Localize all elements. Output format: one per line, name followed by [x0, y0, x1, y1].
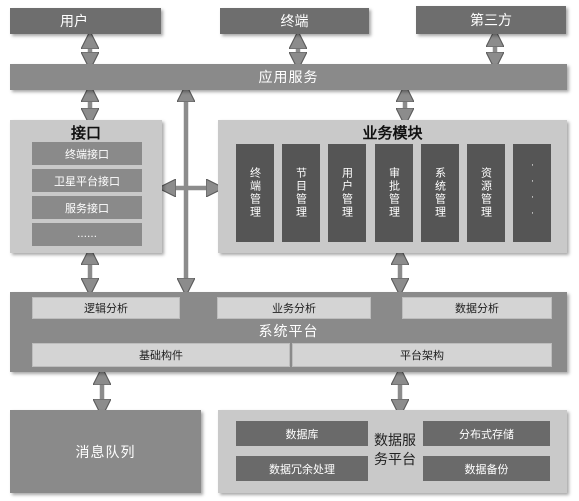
third-party-label: 第三方 [470, 13, 512, 29]
analysis-logic: 逻辑分析 [32, 297, 180, 319]
module-resource: 资源管理 [467, 144, 505, 242]
interface-panel: 接口 终端接口 卫星平台接口 服务接口 …… [10, 120, 162, 253]
platform-architecture: 平台架构 [292, 343, 552, 367]
analysis-business: 业务分析 [217, 297, 371, 319]
module-terminal: 终端管理 [236, 144, 274, 242]
system-platform-title: 系统平台 [258, 324, 319, 340]
module-program-label: 节目管理 [294, 167, 308, 219]
data-item-redundancy: 数据冗余处理 [236, 456, 368, 481]
module-terminal-label: 终端管理 [248, 167, 262, 219]
terminal-label: 终端 [280, 14, 309, 30]
data-item-distributed-storage: 分布式存储 [423, 421, 550, 446]
data-item-database: 数据库 [236, 421, 368, 446]
interface-item-satellite: 卫星平台接口 [32, 169, 142, 192]
terminal-box: 终端 [220, 8, 369, 34]
module-more-label: ···· [527, 161, 538, 225]
interface-item-more: …… [32, 223, 142, 246]
analysis-data: 数据分析 [402, 297, 552, 319]
interface-item-terminal: 终端接口 [32, 142, 142, 165]
interface-item-service: 服务接口 [32, 196, 142, 219]
data-service-panel: 数据库 分布式存储 数据冗余处理 数据备份 数据服务平台 [218, 410, 567, 493]
third-party-box: 第三方 [416, 6, 566, 34]
module-resource-label: 资源管理 [479, 167, 493, 219]
message-queue-label: 消息队列 [75, 444, 136, 461]
module-system: 系统管理 [421, 144, 459, 242]
module-program: 节目管理 [282, 144, 320, 242]
module-approval-label: 审批管理 [387, 167, 401, 219]
business-panel: 业务模块 终端管理 节目管理 用户管理 审批管理 系统管理 资源管理 ···· [218, 120, 567, 253]
data-item-backup: 数据备份 [423, 456, 550, 481]
user-box: 用户 [10, 8, 161, 34]
data-service-title: 数据服务平台 [374, 433, 416, 468]
app-service-bar: 应用服务 [10, 64, 567, 90]
app-service-label: 应用服务 [258, 70, 319, 86]
module-user: 用户管理 [328, 144, 366, 242]
platform-foundation: 基础构件 [32, 343, 290, 367]
user-label: 用户 [60, 14, 88, 30]
module-more: ···· [513, 144, 551, 242]
business-title: 业务模块 [362, 123, 423, 142]
interface-title: 接口 [70, 123, 101, 142]
module-system-label: 系统管理 [433, 167, 447, 219]
system-platform-panel: 逻辑分析 业务分析 数据分析 系统平台 基础构件 平台架构 [10, 292, 567, 372]
module-approval: 审批管理 [375, 144, 413, 242]
module-user-label: 用户管理 [340, 167, 354, 219]
message-queue-box: 消息队列 [10, 410, 201, 493]
